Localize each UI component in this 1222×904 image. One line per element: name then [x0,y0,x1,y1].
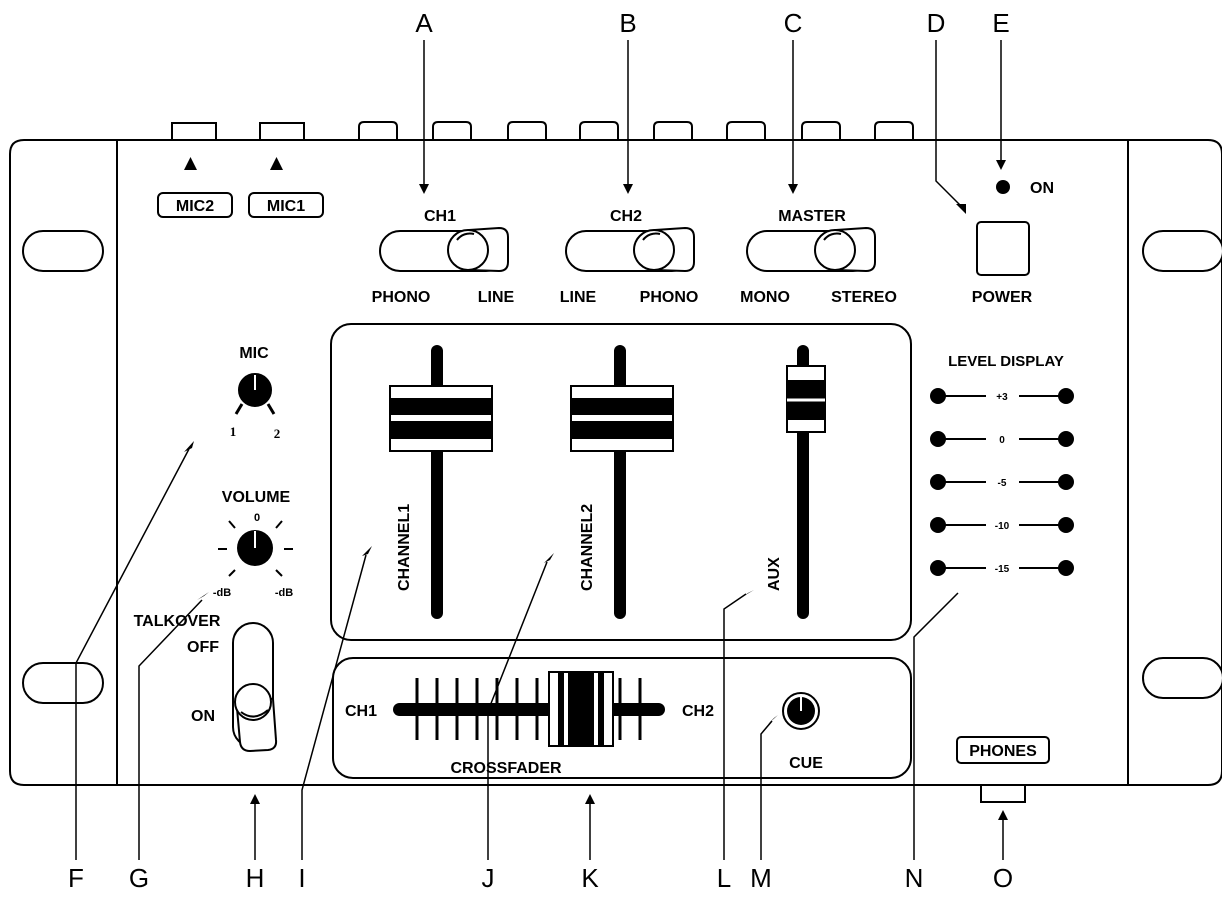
level-led-left [930,388,946,404]
callout-e: E [992,8,1009,38]
power-button[interactable]: POWER [972,221,1033,306]
level-meter-row: +3 [930,388,1074,404]
callout-j: J [482,863,495,893]
level-meter-rows: +3 0 -5 -10 -15 [930,388,1074,576]
crossfader-label: CROSSFADER [450,760,562,777]
mic1-label: MIC1 [267,198,305,215]
power-led: ON [996,180,1054,197]
aux-fader[interactable]: AUX [766,345,826,619]
level-led-right [1058,517,1074,533]
stereo-label: STEREO [831,289,897,306]
on-led-label: ON [1030,180,1054,197]
mic-inputs: MIC2 MIC1 [157,157,324,218]
callout-a: A [415,8,433,38]
callout-o: O [993,863,1013,893]
channel2-label: CHANNEL2 [579,504,596,591]
callout-h: H [246,863,265,893]
level-led-right [1058,560,1074,576]
master-switch-title: MASTER [778,208,846,225]
mic-knob-label: MIC [239,345,269,362]
line-label-ch1: LINE [478,289,515,306]
callout-arrowheads [184,160,1008,820]
ch2-switch-title: CH2 [610,208,642,225]
fader-section [330,323,912,641]
crossfader-ch2-label: CH2 [682,703,714,720]
callout-leaders [75,40,1004,860]
callout-d: D [927,8,946,38]
cue-knob[interactable]: CUE [782,692,823,772]
callout-n: N [905,863,924,893]
volume-db-left: -dB [213,587,231,599]
level-led-right [1058,388,1074,404]
power-label: POWER [972,289,1033,306]
phono-label-ch1: PHONO [372,289,431,306]
ch1-switch-title: CH1 [424,208,456,225]
crossfader-ch1-label: CH1 [345,703,377,720]
line-label-ch2: LINE [560,289,597,306]
phones-label: PHONES [969,743,1037,760]
level-meter-row: -10 [930,517,1074,533]
callout-l: L [717,863,731,893]
talkover-switch[interactable]: TALKOVER OFF ON [134,613,278,753]
level-meter-row: -15 [930,560,1074,576]
volume-db-right: -dB [275,587,293,599]
callout-b: B [619,8,636,38]
ch2-input-switch[interactable]: CH2 LINE PHONO [560,208,699,306]
level-value-label: -5 [998,478,1007,489]
level-display: LEVEL DISPLAY [948,353,1064,370]
level-led-right [1058,431,1074,447]
level-led-left [930,431,946,447]
callout-g: G [129,863,149,893]
master-mono-stereo-switch[interactable]: MASTER MONO STEREO [740,208,897,306]
callout-c: C [784,8,803,38]
front-panel [9,139,1222,786]
talkover-label: TALKOVER [134,613,221,630]
callout-m: M [750,863,772,893]
mic-select-knob[interactable]: MIC 1 2 [230,345,281,441]
mic-pos-1: 1 [230,424,237,439]
callout-k: K [581,863,599,893]
cue-label: CUE [789,755,823,772]
level-value-label: -10 [995,521,1010,532]
crossfader-section [332,657,912,779]
callout-i: I [298,863,305,893]
level-meter-row: -5 [930,474,1074,490]
talkover-off-label: OFF [187,639,219,656]
mic-pos-2: 2 [274,426,281,441]
level-display-title: LEVEL DISPLAY [948,353,1064,370]
phono-label-ch2: PHONO [640,289,699,306]
crossfader[interactable]: CH1 CH2 CROSSFADER [345,671,714,777]
rack-mount-holes [22,230,1222,704]
volume-label: VOLUME [222,489,291,506]
level-value-label: +3 [996,392,1008,403]
mono-label: MONO [740,289,790,306]
talkover-on-label: ON [191,708,215,725]
phones-jack: PHONES [956,736,1050,803]
level-value-label: -15 [995,564,1010,575]
level-led-left [930,517,946,533]
channel2-fader[interactable]: CHANNEL2 [570,345,674,619]
level-meter-row: 0 [930,431,1074,447]
level-value-label: 0 [999,435,1005,446]
aux-label: AUX [766,557,783,591]
channel1-fader[interactable]: CHANNEL1 [389,345,493,619]
level-led-right [1058,474,1074,490]
callout-letters: A B C D E F G H I J K L M N O [68,8,1013,893]
rear-connectors [171,121,914,141]
mic2-label: MIC2 [176,198,214,215]
callout-f: F [68,863,84,893]
ch1-input-switch[interactable]: CH1 PHONO LINE [372,208,515,306]
volume-zero-mark: 0 [254,512,260,524]
mic-volume-knob[interactable]: VOLUME 0 -dB -dB [213,489,293,599]
channel1-label: CHANNEL1 [396,504,413,591]
level-led-left [930,560,946,576]
level-led-left [930,474,946,490]
